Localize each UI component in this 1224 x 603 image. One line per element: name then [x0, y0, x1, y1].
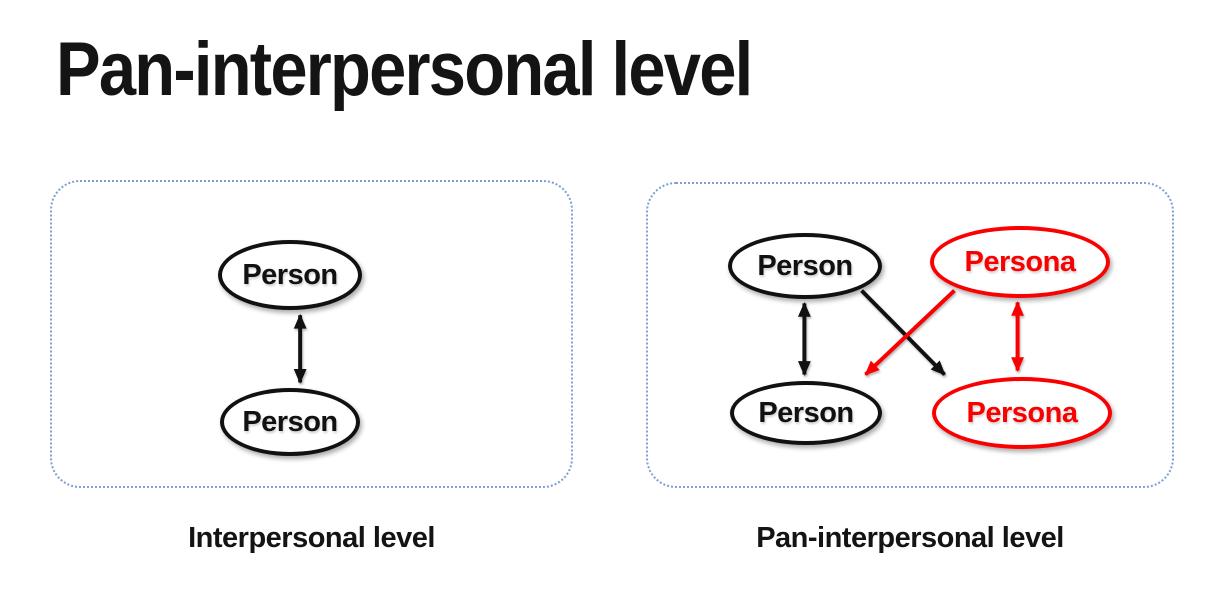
node-person-top-left-label: Person [757, 249, 853, 282]
slide-title: Pan-interpersonal level [56, 27, 753, 112]
node-person-bottom: Person [220, 388, 360, 456]
node-person-top-left: Person [728, 233, 882, 299]
node-persona-top-right: Persona [930, 226, 1110, 298]
interpersonal-caption: Interpersonal level [188, 522, 435, 554]
node-person-bottom-left: Person [730, 381, 882, 445]
pan-interpersonal-arrow-layer [797, 289, 1024, 376]
node-persona-bottom-right-label: Persona [966, 396, 1078, 429]
arrow-person-to-persona [860, 289, 946, 376]
interpersonal-box: Person Person [50, 180, 573, 488]
node-persona-top-right-label: Persona [964, 245, 1076, 278]
pan-interpersonal-caption: Pan-interpersonal level [756, 522, 1064, 554]
node-person-top-label: Person [242, 258, 338, 291]
node-person-bottom-left-label: Person [758, 396, 854, 429]
node-person-top: Person [218, 240, 362, 310]
node-persona-bottom-right: Persona [932, 377, 1112, 449]
arrow-persona-to-person [864, 289, 956, 376]
node-person-bottom-label: Person [242, 405, 338, 438]
pan-interpersonal-box: Person Persona Person Persona [646, 182, 1174, 488]
interpersonal-arrow-layer [293, 313, 307, 384]
